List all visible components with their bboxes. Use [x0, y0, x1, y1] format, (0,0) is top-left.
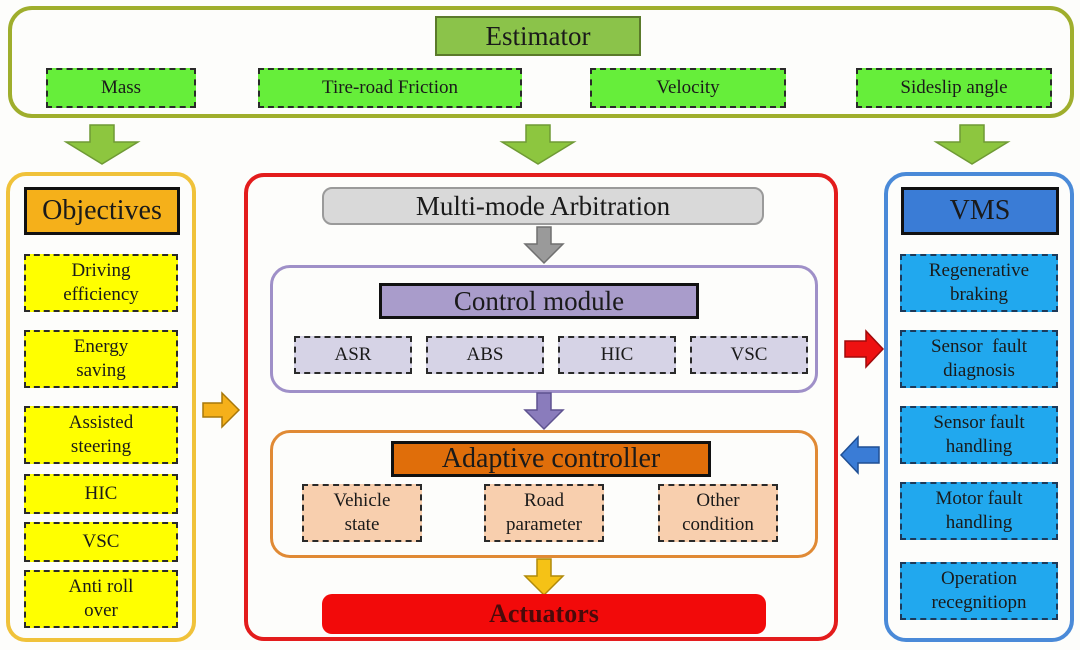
control-module-item-vsc: VSC: [690, 336, 808, 374]
vms-title: VMS: [901, 187, 1059, 235]
estimator-item-sideslip-angle: Sideslip angle: [856, 68, 1052, 108]
vms-label-line: recegnitiopn: [931, 592, 1027, 613]
vms-group: [884, 172, 1074, 642]
adaptive-controller-group: [270, 430, 818, 558]
adaptive-item-other-condition: Other condition: [658, 484, 778, 542]
vms-item: Motor fault handling: [900, 482, 1058, 540]
right-arrow-icon: [202, 391, 241, 429]
vms-item: Regenerative braking: [900, 254, 1058, 312]
vms-label-line: Operation: [941, 568, 1017, 589]
vms-label-line: handling: [945, 436, 1013, 457]
down-arrow-icon: [499, 124, 577, 165]
right-arrow-icon: [844, 329, 885, 369]
adaptive-item-road-parameter: Road parameter: [484, 484, 604, 542]
vms-label-line: handling: [945, 512, 1013, 533]
objective-item: Assisted steering: [24, 406, 178, 464]
adaptive-item-label-line: Vehicle: [333, 490, 391, 511]
vms-item: Operation recegnitiopn: [900, 562, 1058, 620]
objectives-group: [6, 172, 196, 642]
multi-mode-arbitration: Multi-mode Arbitration: [322, 187, 764, 225]
vms-label-line: Sensor fault: [933, 412, 1025, 433]
vms-item: Sensor fault diagnosis: [900, 330, 1058, 388]
controller-group: [244, 173, 838, 641]
objective-item: VSC: [24, 522, 178, 562]
control-module-item-hic: HIC: [558, 336, 676, 374]
objective-label-line: Driving: [71, 260, 131, 281]
vms-label-line: diagnosis: [943, 360, 1015, 381]
control-module-item-asr: ASR: [294, 336, 412, 374]
objective-label-line: Energy: [73, 336, 129, 357]
adaptive-item-label-line: Other: [696, 490, 740, 511]
adaptive-item-vehicle-state: Vehicle state: [302, 484, 422, 542]
vms-item: Sensor fault handling: [900, 406, 1058, 464]
actuators: Actuators: [322, 594, 766, 634]
down-arrow-icon: [933, 124, 1011, 165]
objective-label-line: saving: [76, 360, 126, 381]
objective-label-line: efficiency: [63, 284, 139, 305]
estimator-item-velocity: Velocity: [590, 68, 786, 108]
control-module-item-abs: ABS: [426, 336, 544, 374]
estimator-group: [8, 6, 1074, 118]
objective-item: HIC: [24, 474, 178, 514]
vms-label-line: Regenerative: [928, 260, 1030, 281]
control-module-group: [270, 265, 818, 393]
down-arrow-icon: [523, 392, 565, 431]
adaptive-controller-title: Adaptive controller: [391, 441, 711, 477]
adaptive-item-label-line: state: [344, 514, 380, 535]
objective-item: Driving efficiency: [24, 254, 178, 312]
estimator-item-tire-road-friction: Tire-road Friction: [258, 68, 522, 108]
adaptive-item-label-line: condition: [682, 514, 754, 535]
objective-label-line: steering: [70, 436, 132, 457]
vms-label-line: Sensor fault: [930, 336, 1028, 357]
adaptive-item-label-line: Road: [523, 490, 565, 511]
objectives-title: Objectives: [24, 187, 180, 235]
vms-label-line: braking: [949, 284, 1009, 305]
adaptive-item-label-line: parameter: [506, 514, 582, 535]
down-arrow-icon: [523, 558, 565, 597]
objective-item: Energy saving: [24, 330, 178, 388]
down-arrow-icon: [523, 226, 565, 265]
vms-label-line: Motor fault: [935, 488, 1023, 509]
objective-label-line: Anti roll: [68, 576, 134, 597]
control-module-title: Control module: [379, 283, 699, 319]
down-arrow-icon: [63, 124, 141, 165]
objective-label-line: Assisted: [68, 412, 134, 433]
estimator-title: Estimator: [435, 16, 641, 56]
left-arrow-icon: [839, 435, 880, 475]
objective-label-line: over: [84, 600, 118, 621]
estimator-item-mass: Mass: [46, 68, 196, 108]
objective-item: Anti roll over: [24, 570, 178, 628]
